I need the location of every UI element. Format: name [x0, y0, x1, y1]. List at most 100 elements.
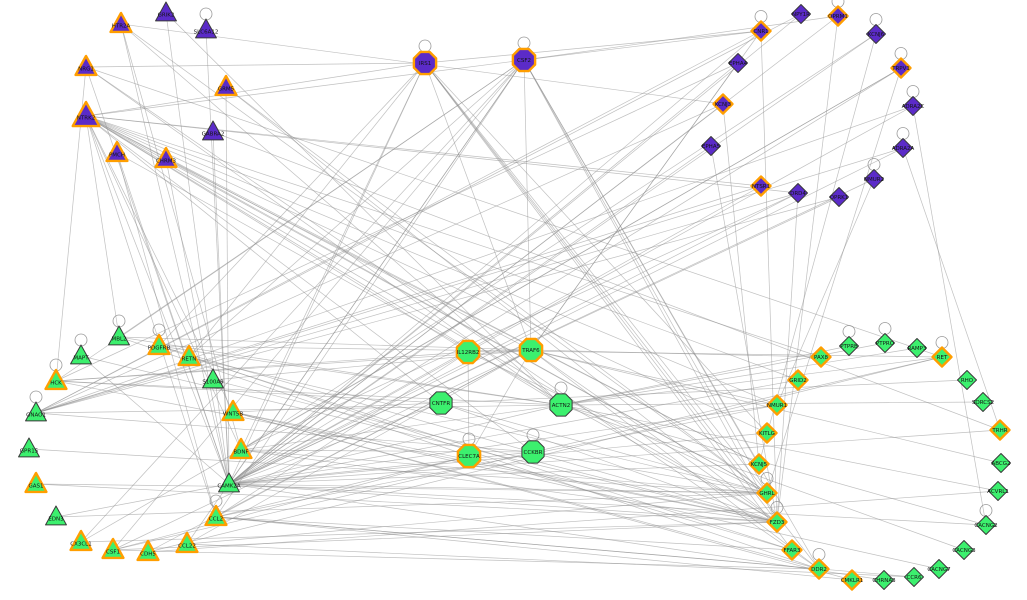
edge-KCNJ6-KCNJ5[interactable] — [758, 33, 877, 465]
graph-node-GABRA2[interactable] — [202, 120, 224, 141]
graph-node-PDGFRB[interactable] — [147, 333, 171, 356]
edge-BDNF-DRD4[interactable] — [240, 192, 799, 451]
edge-CAMK2A-CCKBR[interactable] — [228, 451, 534, 485]
graph-node-NRG1[interactable] — [74, 54, 98, 77]
graph-node-RHO[interactable] — [957, 370, 977, 390]
edge-ADRA2A-TRHR[interactable] — [902, 147, 1001, 431]
edge-ADRA2C-CACNG2[interactable] — [912, 105, 987, 526]
edge-PMCH-FZD3[interactable] — [116, 152, 778, 523]
edge-WNT5B-CMKLR1[interactable] — [232, 411, 853, 581]
graph-node-GRM5[interactable] — [214, 74, 238, 97]
edge-NTRK2-MBL2[interactable] — [85, 115, 120, 338]
graph-node-GAS1[interactable] — [24, 471, 48, 494]
edge-CSF1-FZD3[interactable] — [112, 521, 778, 551]
edge-WNT5B-FZD3[interactable] — [232, 411, 778, 523]
edge-EDN3-CAMK2A[interactable] — [55, 483, 230, 518]
edge-BDNF-GHRL[interactable] — [240, 449, 768, 494]
edge-CAMK2A-GHRL[interactable] — [228, 483, 768, 494]
graph-node-PAX8[interactable] — [810, 346, 832, 368]
graph-node-CACNG2[interactable] — [976, 515, 996, 535]
graph-node-DRD4[interactable] — [788, 183, 808, 203]
graph-node-KCNJ6[interactable] — [866, 24, 886, 44]
edge-CDH5-RET[interactable] — [147, 356, 943, 553]
edge-IL12RB2-GHRL[interactable] — [467, 351, 768, 494]
graph-node-EPHA4[interactable] — [728, 53, 748, 73]
edge-EDN3-GHRL[interactable] — [55, 492, 768, 518]
graph-node-GNAO1[interactable] — [25, 401, 47, 422]
graph-node-RAMP3[interactable] — [907, 338, 927, 358]
edge-NRG1-IRS1[interactable] — [85, 62, 426, 68]
edge-PMCH-CCL2[interactable] — [116, 152, 217, 518]
edge-GAS1-FZD3[interactable] — [35, 483, 778, 523]
edge-DRD4-FZD3[interactable] — [776, 192, 799, 523]
graph-node-TRPV1[interactable] — [890, 57, 912, 79]
graph-node-NTRK2[interactable] — [71, 100, 101, 128]
edge-CNR1-FZD3[interactable] — [760, 30, 778, 523]
edge-PMCH-CAMK2A[interactable] — [116, 152, 230, 485]
edge-CNTFR-GHRL[interactable] — [440, 402, 768, 494]
edge-CAMK2A-NMUR1[interactable] — [228, 404, 778, 485]
graph-node-CACNG7[interactable] — [929, 559, 949, 579]
edge-CCL22-GHRL[interactable] — [186, 492, 768, 545]
edge-CSF2-CSF1[interactable] — [112, 59, 525, 551]
graph-node-NMUR1[interactable] — [766, 394, 788, 416]
edge-HTR2A-ACTN2[interactable] — [120, 23, 562, 406]
graph-node-CDH5[interactable] — [136, 539, 160, 562]
edge-TRPV1-GHRL[interactable] — [766, 67, 902, 494]
edge-NTRK2-IRS1[interactable] — [85, 62, 426, 117]
graph-node-CNR1[interactable] — [750, 20, 772, 42]
edge-NTRK2-CNTFR[interactable] — [85, 115, 442, 404]
edge-BDNF-KCNJ6[interactable] — [240, 33, 877, 451]
graph-node-KITLG[interactable] — [756, 422, 778, 444]
edge-ACTN2-RET[interactable] — [560, 356, 943, 406]
edge-IL12RB2-HCK[interactable] — [55, 351, 469, 382]
edge-NRG1-RET[interactable] — [85, 66, 943, 358]
edge-TRAF6-CSF1[interactable] — [112, 349, 532, 551]
edge-CAMK2A-KCNJ3[interactable] — [228, 103, 724, 485]
edge-MAPT-CAMK2A[interactable] — [80, 355, 230, 485]
edge-NTRK2-FZD3[interactable] — [85, 115, 778, 523]
graph-node-HTR2A[interactable] — [109, 11, 133, 34]
graph-node-HCK[interactable] — [44, 368, 68, 391]
edge-CLEC7A-FFAR3[interactable] — [468, 455, 793, 551]
edge-HCK-EPHA4[interactable] — [55, 62, 739, 382]
edge-NTRK2-KITLG[interactable] — [85, 115, 768, 434]
graph-node-CHRM3[interactable] — [154, 146, 178, 169]
edge-IRS1-CNR1[interactable] — [424, 30, 762, 64]
graph-node-DDR2[interactable] — [808, 558, 830, 580]
graph-node-MAPT[interactable] — [70, 344, 92, 365]
edge-CX3CL1-TRPV1[interactable] — [80, 67, 902, 543]
edge-ACTN2-CACNG3[interactable] — [560, 404, 965, 551]
graph-node-CACNG3[interactable] — [954, 540, 974, 560]
edge-IRS1-PDGFRB[interactable] — [158, 62, 426, 347]
edge-CSF2-CX3CL1[interactable] — [80, 59, 525, 543]
graph-node-BDNF[interactable] — [229, 437, 253, 460]
edge-HCK-FZD3[interactable] — [55, 380, 778, 523]
graph-node-ACVRL1[interactable] — [988, 481, 1008, 501]
edge-IL12RB2-CLEC7A[interactable] — [467, 351, 470, 457]
graph-node-EDN3[interactable] — [45, 505, 67, 526]
graph-node-OPRM1[interactable] — [827, 5, 849, 27]
edge-IRS1-RETN[interactable] — [188, 62, 426, 358]
graph-node-ADRA2C[interactable] — [903, 96, 923, 116]
edge-NTRK2-TRAF6[interactable] — [85, 115, 532, 351]
edge-CSF2-CAMK2A[interactable] — [228, 59, 525, 485]
edge-NTRK2-PAX8[interactable] — [85, 115, 822, 358]
edge-OPRM1-FZD3[interactable] — [776, 15, 839, 523]
graph-node-ACTN2[interactable] — [549, 393, 573, 417]
edge-PDGFRB-RET[interactable] — [158, 345, 943, 358]
edge-CHRM3-KCNJ5[interactable] — [165, 158, 760, 465]
edge-EPHA5-FZD3[interactable] — [710, 145, 778, 523]
graph-node-ABCG2[interactable] — [991, 453, 1011, 473]
graph-node-SORCS2[interactable] — [973, 392, 993, 412]
edge-S100A9-FZD3[interactable] — [212, 379, 778, 523]
graph-node-WNT5B[interactable] — [221, 399, 245, 422]
graph-node-PMCH[interactable] — [105, 140, 129, 163]
edge-MAPT-FZD3[interactable] — [80, 355, 778, 523]
edge-CSF2-RETN[interactable] — [188, 59, 525, 358]
graph-node-CNTFR[interactable] — [429, 391, 453, 415]
edge-CAMK2A-CNR1[interactable] — [228, 30, 762, 485]
edge-NTRK2-GRID2[interactable] — [85, 115, 799, 381]
edge-CSF2-CNR1[interactable] — [523, 30, 762, 61]
